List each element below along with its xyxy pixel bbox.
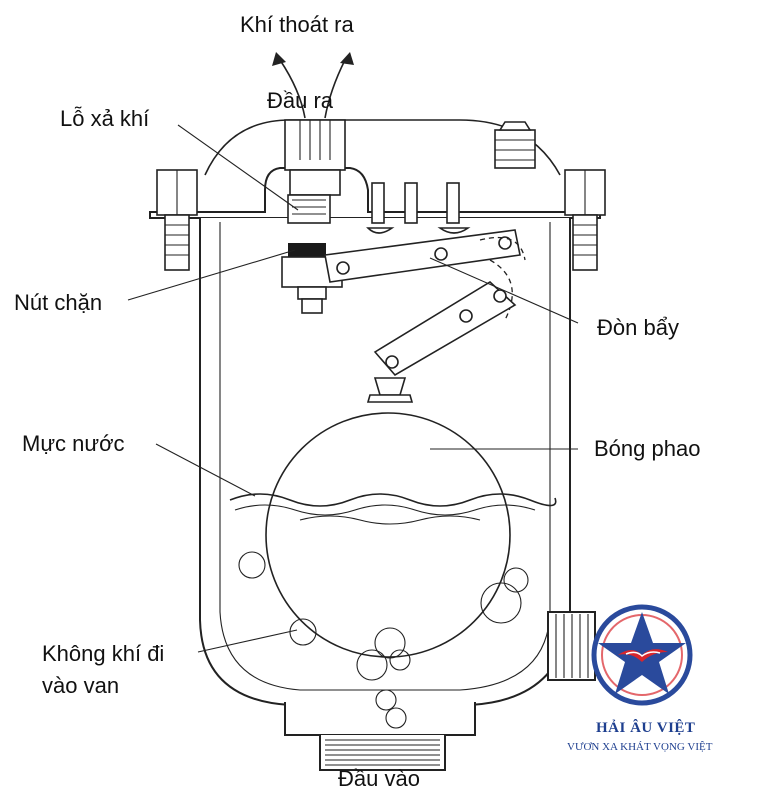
float-ball	[265, 412, 511, 658]
exhaust-label: Khí thoát ra	[240, 12, 355, 37]
left-bolt	[156, 169, 198, 271]
cover-studs	[366, 182, 471, 234]
lever-arm	[366, 281, 517, 403]
top-right-plug	[494, 121, 536, 169]
float-ball-label: Bóng phao	[594, 436, 700, 461]
hai-au-viet-logo: HẢI ÂU VIỆT VƯƠN XA KHÁT VỌNG VIỆT	[567, 604, 713, 753]
right-bolt	[564, 169, 606, 271]
air-in-label-line2: vào van	[42, 673, 119, 698]
leader-lines	[127, 124, 579, 653]
outlet-nozzle	[284, 119, 346, 224]
air-bubbles	[238, 551, 529, 729]
lever-label: Đòn bẩy	[597, 315, 679, 340]
stopper-label: Nút chặn	[14, 290, 102, 315]
exhaust-arrows	[272, 52, 354, 119]
inlet-thread	[325, 739, 440, 766]
water-level	[229, 493, 557, 525]
star-seagull-icon	[591, 604, 693, 706]
outlet-label: Đầu ra	[267, 88, 334, 113]
side-port-thread	[555, 614, 589, 678]
logo-slogan: VƯƠN XA KHÁT VỌNG VIỆT	[567, 741, 713, 753]
lever	[324, 229, 526, 321]
vent-hole-label: Lỗ xả khí	[60, 106, 149, 131]
inlet-label: Đầu vào	[338, 766, 420, 791]
air-in-label-line1: Không khí đi	[42, 641, 164, 666]
logo-name: HẢI ÂU VIỆT	[596, 719, 695, 736]
water-level-label: Mực nước	[22, 431, 125, 456]
